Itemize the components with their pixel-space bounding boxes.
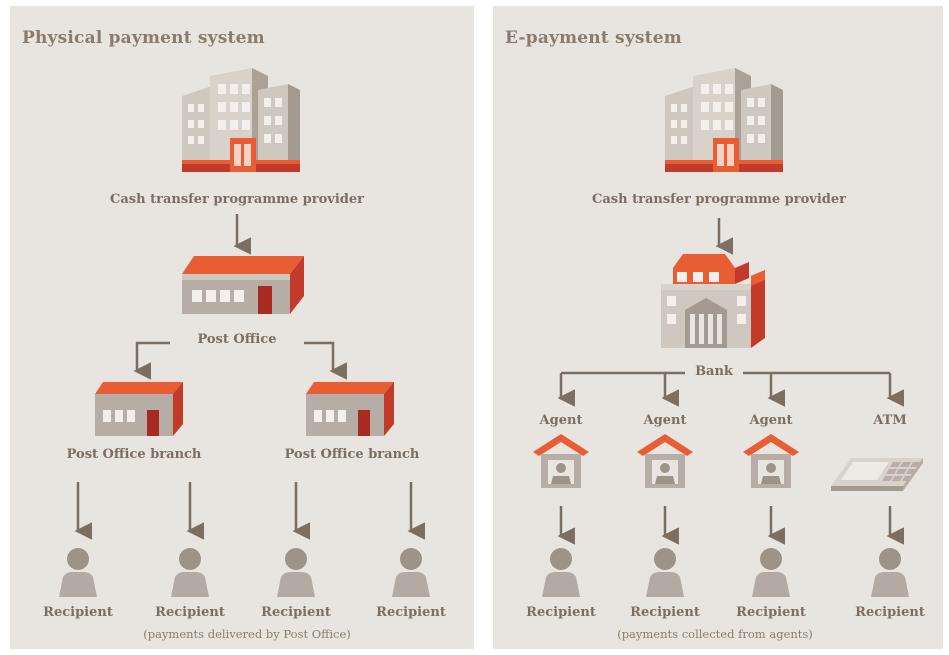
person-icon (646, 548, 684, 597)
provider-label: Cash transfer programme provider (592, 192, 846, 207)
branch-building-icon (95, 382, 183, 436)
recipient-label: Recipient (155, 605, 225, 620)
physical-payment-panel: Physical payment system (10, 6, 474, 649)
agent-label: Agent (749, 413, 793, 428)
bank-label: Bank (695, 364, 733, 379)
footnote: (payments collected from agents) (617, 627, 813, 641)
arrow (133, 341, 170, 380)
arrow (304, 341, 347, 380)
person-icon (752, 548, 790, 597)
agent-label: Agent (539, 413, 583, 428)
branch-building-icon (306, 382, 394, 436)
recipient-label: Recipient (630, 605, 700, 620)
person-icon (542, 548, 580, 597)
agent-label: Agent (643, 413, 687, 428)
post-office-building-icon (182, 256, 304, 314)
person-icon (392, 548, 430, 597)
recipient-label: Recipient (526, 605, 596, 620)
branch-label: Post Office branch (284, 447, 420, 462)
post-office-label: Post Office (197, 332, 277, 347)
atm-keypad-icon (831, 458, 923, 491)
e-payment-diagram (533, 68, 923, 597)
e-payment-panel: E-payment system (493, 6, 943, 649)
office-building-icon (182, 68, 300, 172)
footnote: (payments delivered by Post Office) (143, 627, 351, 641)
atm-label: ATM (873, 413, 907, 428)
agent-kiosk-icon (533, 434, 589, 488)
recipient-label: Recipient (855, 605, 925, 620)
recipient-label: Recipient (376, 605, 446, 620)
recipient-label: Recipient (736, 605, 806, 620)
agent-kiosk-icon (637, 434, 693, 488)
panel-title: E-payment system (505, 28, 682, 48)
branch-label: Post Office branch (66, 447, 202, 462)
physical-diagram (59, 68, 430, 597)
person-icon (171, 548, 209, 597)
person-icon (277, 548, 315, 597)
person-icon (871, 548, 909, 597)
person-icon (59, 548, 97, 597)
provider-label: Cash transfer programme provider (110, 192, 364, 207)
panel-title: Physical payment system (22, 28, 265, 48)
recipient-label: Recipient (43, 605, 113, 620)
bank-building-icon (661, 254, 765, 348)
office-building-icon (665, 68, 783, 172)
recipient-label: Recipient (261, 605, 331, 620)
agent-kiosk-icon (743, 434, 799, 488)
